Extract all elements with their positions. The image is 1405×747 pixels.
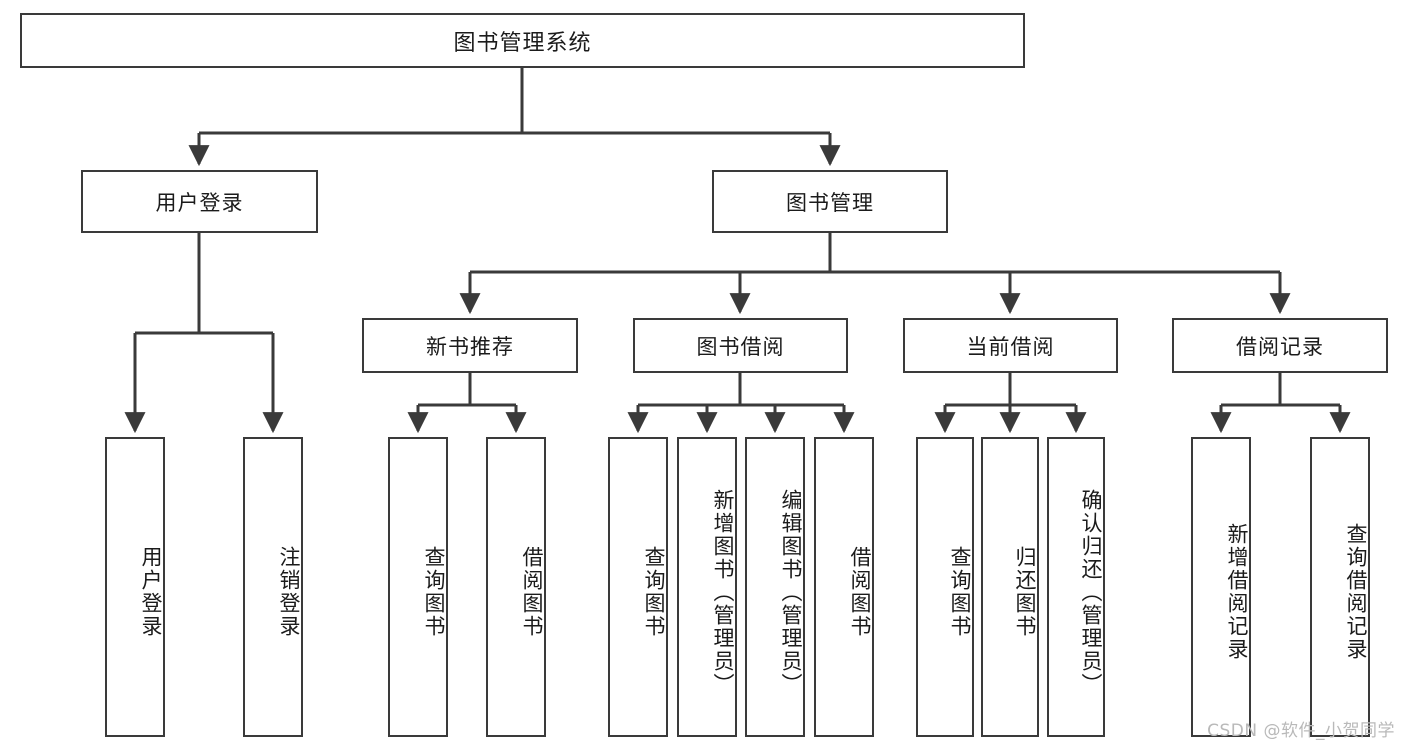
leaf-add-borrow-record[interactable]: 新增借阅记录 <box>1191 437 1251 737</box>
leaf-logout[interactable]: 注销登录 <box>243 437 303 737</box>
node-borrow-records[interactable]: 借阅记录 <box>1172 318 1388 373</box>
leaf-confirm-return-admin[interactable]: 确认归还（管理员） <box>1047 437 1105 737</box>
leaf-borrow-book-newbook[interactable]: 借阅图书 <box>486 437 546 737</box>
node-book-borrow[interactable]: 图书借阅 <box>633 318 848 373</box>
leaf-user-login[interactable]: 用户登录 <box>105 437 165 737</box>
node-book-management[interactable]: 图书管理 <box>712 170 948 233</box>
leaf-query-book-borrow[interactable]: 查询图书 <box>608 437 668 737</box>
leaf-query-borrow-record[interactable]: 查询借阅记录 <box>1310 437 1370 737</box>
leaf-return-book[interactable]: 归还图书 <box>981 437 1039 737</box>
leaf-add-book-admin[interactable]: 新增图书（管理员） <box>677 437 737 737</box>
leaf-borrow-book[interactable]: 借阅图书 <box>814 437 874 737</box>
node-user-login[interactable]: 用户登录 <box>81 170 318 233</box>
leaf-query-book-newbook[interactable]: 查询图书 <box>388 437 448 737</box>
leaf-query-book-current[interactable]: 查询图书 <box>916 437 974 737</box>
node-new-book-recommend[interactable]: 新书推荐 <box>362 318 578 373</box>
node-current-borrow[interactable]: 当前借阅 <box>903 318 1118 373</box>
leaf-edit-book-admin[interactable]: 编辑图书（管理员） <box>745 437 805 737</box>
node-root[interactable]: 图书管理系统 <box>20 13 1025 68</box>
